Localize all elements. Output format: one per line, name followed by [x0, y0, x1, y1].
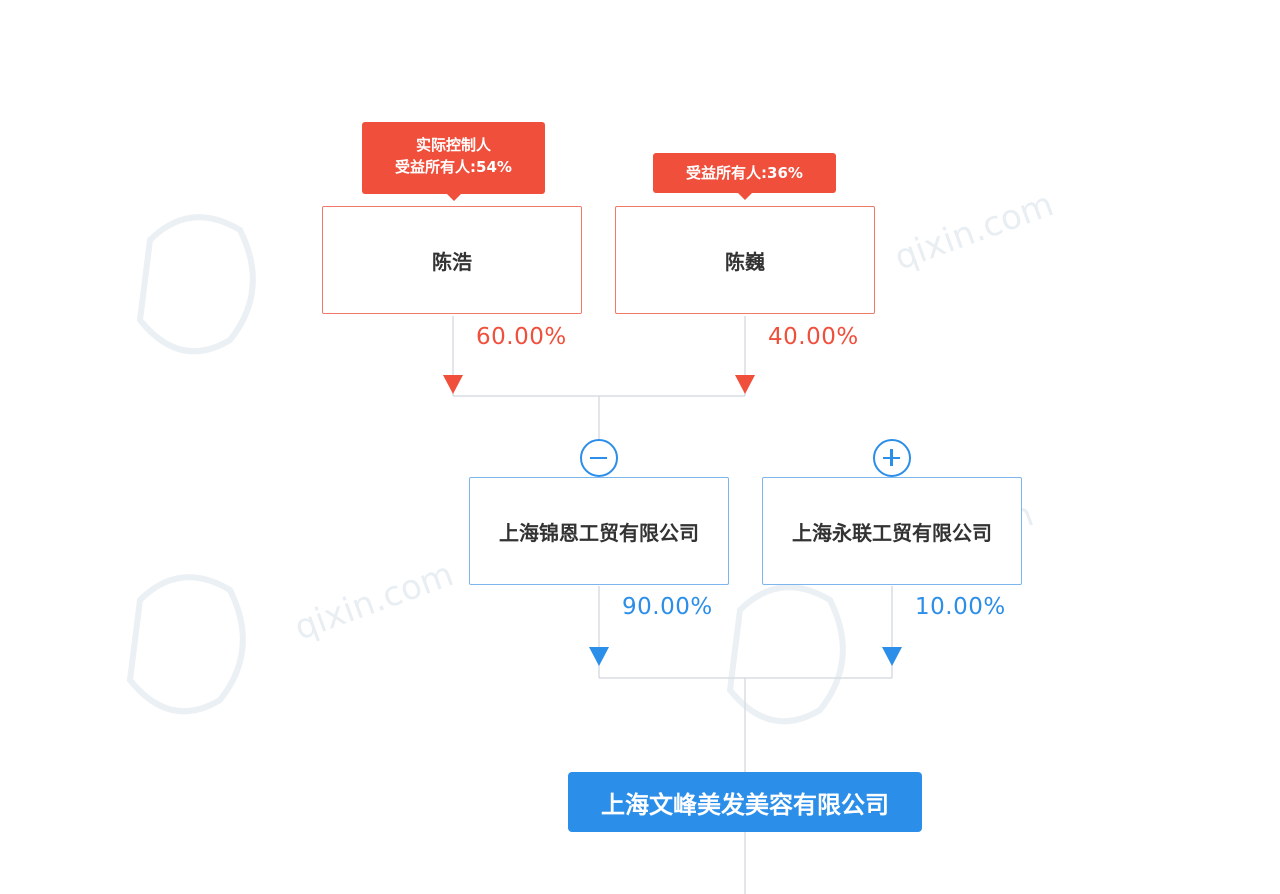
- shareholding-percent: 60.00%: [476, 324, 567, 350]
- shareholding-percent: 10.00%: [915, 594, 1006, 620]
- shareholding-percent: 40.00%: [768, 324, 859, 350]
- company-node-yonglian[interactable]: 上海永联工贸有限公司: [762, 477, 1022, 585]
- triangle-down-icon: [882, 647, 902, 666]
- badge-line: 受益所有人:54%: [395, 158, 512, 176]
- company-name: 上海锦恩工贸有限公司: [499, 520, 699, 545]
- company-node-jinen[interactable]: 上海锦恩工贸有限公司: [469, 477, 729, 585]
- plus-circle-icon[interactable]: [873, 439, 911, 477]
- triangle-down-icon: [735, 375, 755, 394]
- triangle-down-icon: [443, 375, 463, 394]
- target-company-node[interactable]: 上海文峰美发美容有限公司: [568, 772, 922, 832]
- controller-badge: 实际控制人 受益所有人:54%: [362, 122, 545, 201]
- badge-line: 实际控制人: [415, 136, 491, 154]
- company-name: 上海永联工贸有限公司: [792, 520, 992, 545]
- badge-line: 受益所有人:36%: [686, 164, 803, 182]
- shareholding-percent: 90.00%: [622, 594, 713, 620]
- shareholder-name: 陈巍: [725, 249, 765, 274]
- target-company-name: 上海文峰美发美容有限公司: [601, 790, 889, 819]
- beneficial-owner-badge: 受益所有人:36%: [653, 153, 836, 200]
- minus-circle-icon[interactable]: [580, 439, 618, 477]
- shareholder-name: 陈浩: [432, 249, 472, 274]
- shareholder-node-chen-hao[interactable]: 陈浩: [322, 206, 582, 314]
- shareholder-node-chen-wei[interactable]: 陈巍: [615, 206, 875, 314]
- triangle-down-icon: [589, 647, 609, 666]
